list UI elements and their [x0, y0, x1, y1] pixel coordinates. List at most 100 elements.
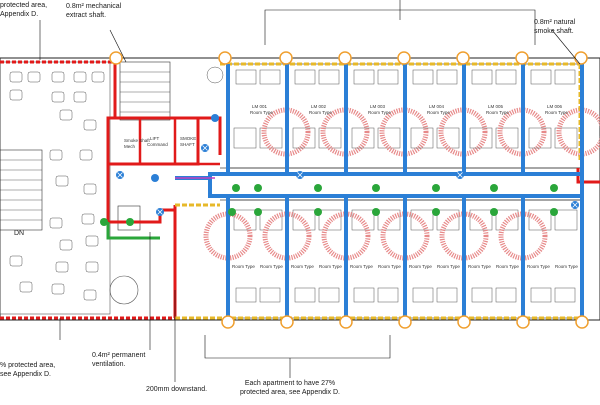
vent-marker-icon	[228, 208, 236, 216]
access-point-icon	[279, 51, 293, 65]
room-type-label: Room Type	[555, 264, 578, 269]
core-label-smoke-1: Smoke Shaft	[124, 138, 151, 143]
room-type-label: Room Type	[486, 110, 509, 115]
core-compartment	[106, 116, 200, 166]
bed-icon	[412, 69, 434, 85]
bathroom	[351, 127, 375, 149]
bed-icon	[471, 287, 493, 303]
dimension-bottom	[204, 335, 391, 359]
access-point-icon	[218, 51, 232, 65]
access-point-icon	[280, 315, 294, 329]
bed-icon	[235, 69, 257, 85]
bed-icon	[259, 69, 281, 85]
bed-icon	[259, 287, 281, 303]
access-point-icon	[456, 51, 470, 65]
access-point-icon	[457, 315, 471, 329]
vent-marker-icon	[254, 208, 262, 216]
chair-icon	[91, 71, 105, 83]
bed-icon	[353, 69, 375, 85]
room-type-label: Room Type	[496, 264, 519, 269]
room-type-label: Room Type	[545, 110, 568, 115]
building-outline	[0, 57, 600, 321]
bed-icon	[235, 287, 257, 303]
bed-icon	[530, 69, 552, 85]
chair-icon	[9, 255, 23, 267]
table-icon	[206, 66, 224, 84]
leader-mech-shaft	[109, 29, 127, 63]
vent-marker-icon	[126, 218, 134, 226]
room-number-label: LM 003	[370, 104, 386, 109]
bathroom	[495, 209, 519, 231]
annotation-downstand: 200mm downstand.	[146, 386, 208, 393]
core-text: Smoke Shaft Mech LIFT Command SMOKE SHAF…	[14, 136, 196, 237]
markers	[100, 51, 589, 329]
annotation-mech-shaft-1: 0.8m² mechanical	[66, 3, 122, 10]
bathroom	[233, 127, 257, 149]
bathroom	[377, 209, 401, 231]
annotation-protected-top-1: protected area,	[0, 2, 48, 9]
vent-path	[106, 222, 160, 240]
lobby-furniture	[9, 66, 224, 305]
core-label-shaft-1: SMOKE	[180, 136, 196, 141]
room-type-label: Room Type	[319, 264, 342, 269]
access-point-icon	[575, 315, 589, 329]
annotation-leaders	[39, 0, 581, 382]
vent-marker-icon	[372, 184, 380, 192]
core-label-lift-1: LIFT	[150, 136, 160, 141]
vent-marker-icon	[490, 184, 498, 192]
vent-marker-icon	[314, 184, 322, 192]
chair-icon	[55, 261, 69, 273]
bathroom	[528, 209, 552, 231]
bed-icon	[294, 287, 316, 303]
bed-icon	[436, 287, 458, 303]
chair-icon	[9, 89, 23, 101]
core-label-shaft-2: SHAFT	[180, 142, 195, 147]
vent-marker-icon	[314, 208, 322, 216]
chair-icon	[83, 183, 97, 195]
chair-icon	[49, 149, 63, 161]
vent-marker-icon	[254, 184, 262, 192]
vent-marker-icon	[432, 208, 440, 216]
room-type-label: Room Type	[378, 264, 401, 269]
bed-icon	[377, 287, 399, 303]
annotation-vent-2: ventilation.	[92, 361, 126, 368]
bed-icon	[436, 69, 458, 85]
bathroom	[469, 209, 493, 231]
room-type-label: Room Type	[527, 264, 550, 269]
bathroom	[351, 209, 375, 231]
bathroom	[292, 127, 316, 149]
annotation-vent-1: 0.4m² permanent	[92, 352, 146, 359]
annotation-apartment-2: protected area, see Appendix D.	[239, 389, 340, 396]
bathroom	[259, 209, 283, 231]
access-point-icon	[221, 315, 235, 329]
dimension-top	[264, 9, 536, 20]
compartment-line-west	[106, 62, 177, 318]
room-type-label: Room Type	[291, 264, 314, 269]
bathroom	[436, 209, 460, 231]
vent-marker-icon	[100, 218, 108, 226]
room-type-label: Room Type	[232, 264, 255, 269]
room-type-label: Room Type	[368, 110, 391, 115]
bed-icon	[530, 287, 552, 303]
wheelchair-refuge-icon	[117, 205, 141, 231]
room-number-label: LM 002	[311, 104, 327, 109]
bathroom	[233, 209, 257, 231]
vent-marker-icon	[550, 208, 558, 216]
room-type-label: Room Type	[250, 110, 273, 115]
room-type-label: Room Type	[260, 264, 283, 269]
room-number-label: LM 005	[488, 104, 504, 109]
room-type-label: Room Type	[437, 264, 460, 269]
bathroom	[410, 127, 434, 149]
base-walls	[0, 57, 600, 321]
bed-icon	[554, 69, 576, 85]
chair-icon	[51, 71, 65, 83]
room-type-label: Room Type	[309, 110, 332, 115]
room-type-label: Room Type	[409, 264, 432, 269]
annotation-protected-bottom-2: see Appendix D.	[0, 371, 51, 378]
leader-natural-shaft	[551, 29, 581, 65]
core-label-smoke-2: Mech	[124, 144, 136, 149]
bed-icon	[554, 287, 576, 303]
chair-icon	[27, 71, 41, 83]
stair-core	[119, 61, 171, 121]
